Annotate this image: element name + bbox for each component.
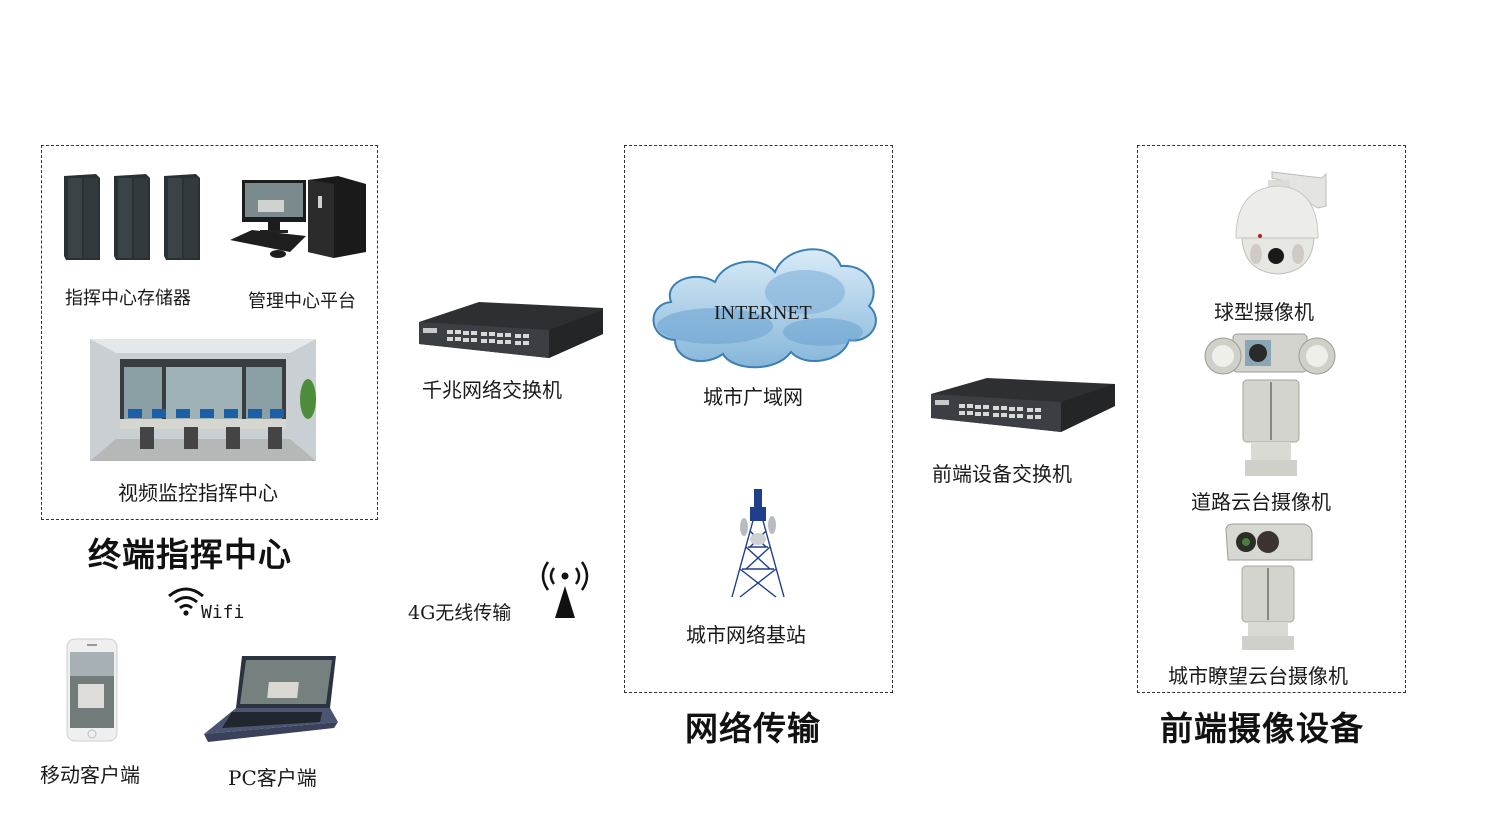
wan-label: 城市广域网 (703, 385, 803, 409)
server-rack-icon (164, 174, 200, 260)
gigabit-switch-image (417, 300, 605, 362)
network-box (624, 145, 893, 693)
platform-label: 管理中心平台 (248, 291, 356, 312)
monitor-center-label: 视频监控指挥中心 (118, 481, 278, 505)
lookout-ptz-label: 城市瞭望云台摄像机 (1168, 664, 1348, 688)
mobile-client-label: 移动客户端 (40, 763, 140, 787)
wifi-icon (166, 582, 206, 616)
storage-label: 指挥中心存储器 (65, 288, 191, 309)
dome-camera-image (1228, 168, 1328, 280)
dome-camera-label: 球型摄像机 (1214, 300, 1314, 324)
frontend-switch-label: 前端设备交换机 (932, 462, 1072, 486)
lookout-ptz-camera-image (1220, 520, 1316, 652)
frontend-cameras-title: 前端摄像设备 (1160, 709, 1364, 748)
terminal-center-title: 终端指挥中心 (88, 535, 292, 574)
server-rack-icon (64, 174, 100, 260)
road-ptz-camera-image (1203, 330, 1337, 480)
wireless-4g-label: 4G无线传输 (408, 602, 512, 624)
frontend-cameras-box (1137, 145, 1406, 693)
network-switch-icon (419, 302, 603, 358)
internet-label: INTERNET (714, 302, 812, 324)
pc-client-label: PC客户端 (228, 766, 317, 790)
plant-icon (300, 379, 316, 419)
network-title: 网络传输 (685, 709, 821, 748)
server-rack-icon (114, 174, 150, 260)
monitor-center-image (90, 339, 316, 461)
terminal-center-box (41, 145, 378, 520)
base-station-tower-image (726, 487, 790, 599)
tower-pc-icon (308, 176, 366, 258)
network-switch-icon (931, 378, 1115, 432)
road-ptz-label: 道路云台摄像机 (1191, 490, 1331, 514)
management-pc-image (228, 174, 368, 262)
storage-servers-image (62, 172, 204, 262)
laptop-image (202, 652, 340, 744)
signal-tower-icon (536, 556, 594, 620)
base-station-label: 城市网络基站 (686, 623, 806, 647)
wifi-label: Wifi (201, 602, 245, 623)
gigabit-switch-label: 千兆网络交换机 (422, 378, 562, 402)
frontend-switch-image (929, 376, 1117, 438)
mobile-phone-image (66, 638, 118, 742)
cloud-icon (645, 240, 885, 376)
monitor-icon (242, 180, 306, 233)
keyboard-icon (230, 230, 306, 258)
